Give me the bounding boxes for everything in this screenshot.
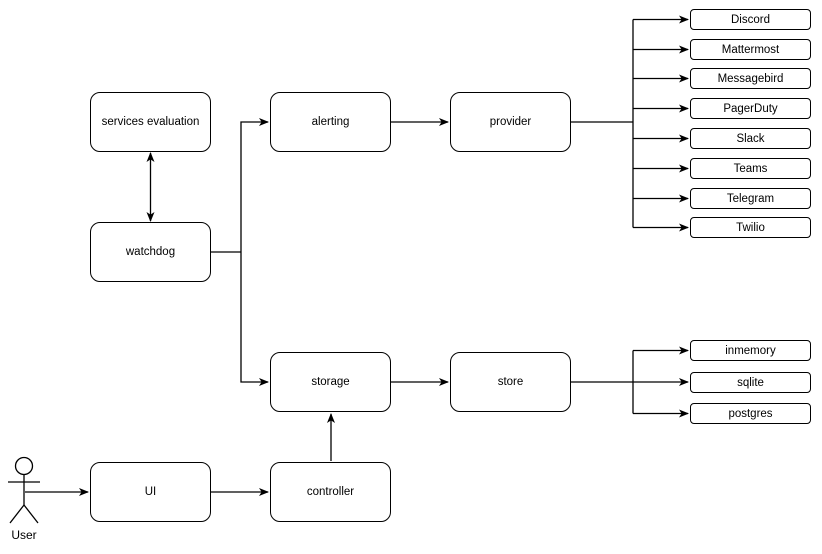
node-label: controller <box>306 485 355 498</box>
node-twilio[interactable]: Twilio <box>690 217 811 238</box>
node-label: services evaluation <box>101 115 200 128</box>
node-messagebird[interactable]: Messagebird <box>690 68 811 89</box>
node-label: storage <box>311 375 350 388</box>
node-teams[interactable]: Teams <box>690 158 811 179</box>
node-label: Telegram <box>726 192 775 205</box>
user-actor-label: User <box>11 528 37 542</box>
node-slack[interactable]: Slack <box>690 128 811 149</box>
node-label: inmemory <box>725 344 776 357</box>
node-label: Teams <box>733 162 768 175</box>
node-sqlite[interactable]: sqlite <box>690 372 811 393</box>
node-ui[interactable]: UI <box>90 462 211 522</box>
node-controller[interactable]: controller <box>270 462 391 522</box>
user-actor-figure <box>8 456 40 524</box>
node-store[interactable]: store <box>450 352 571 412</box>
node-services-evaluation[interactable]: services evaluation <box>90 92 211 152</box>
edge-watchdog-alerting <box>240 118 269 252</box>
node-label: postgres <box>728 407 773 420</box>
node-label: Mattermost <box>721 43 780 56</box>
node-label: sqlite <box>737 376 764 389</box>
node-label: Slack <box>736 132 765 145</box>
node-label: Discord <box>731 13 770 26</box>
node-label: UI <box>144 485 157 498</box>
node-telegram[interactable]: Telegram <box>690 188 811 209</box>
node-label: Twilio <box>736 221 765 234</box>
node-inmemory[interactable]: inmemory <box>690 340 811 361</box>
node-label: provider <box>489 115 532 128</box>
node-alerting[interactable]: alerting <box>270 92 391 152</box>
node-label: alerting <box>311 115 350 128</box>
node-pagerduty[interactable]: PagerDuty <box>690 98 811 119</box>
node-label: watchdog <box>125 245 176 258</box>
node-storage[interactable]: storage <box>270 352 391 412</box>
node-discord[interactable]: Discord <box>690 9 811 30</box>
node-watchdog[interactable]: watchdog <box>90 222 211 282</box>
node-label: PagerDuty <box>723 102 778 115</box>
node-label: store <box>497 375 524 388</box>
node-provider[interactable]: provider <box>450 92 571 152</box>
node-postgres[interactable]: postgres <box>690 403 811 424</box>
edge-watchdog-storage <box>240 252 269 386</box>
node-mattermost[interactable]: Mattermost <box>690 39 811 60</box>
node-label: Messagebird <box>717 72 784 85</box>
